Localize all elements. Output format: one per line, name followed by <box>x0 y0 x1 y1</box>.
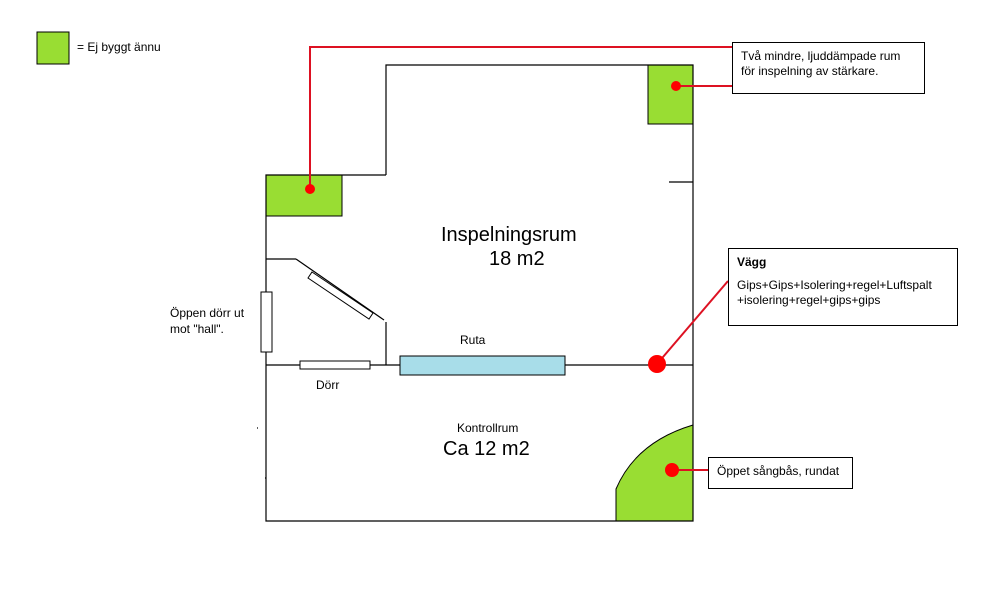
callout-wall-line2: +isolering+regel+gips+gips <box>737 293 881 307</box>
recording-room-area: 18 m2 <box>489 248 545 270</box>
control-room-area: Ca 12 m2 <box>443 438 530 460</box>
open-door-leaf <box>260 291 273 353</box>
vocal-booth <box>615 424 694 522</box>
callout-lines <box>309 46 732 471</box>
open-door-label-line2: mot "hall". <box>170 322 224 336</box>
control-room-name: Kontrollrum <box>457 421 519 435</box>
partition-wall <box>266 258 693 366</box>
window-pane <box>399 355 566 376</box>
legend-swatch <box>36 31 70 65</box>
small-room-left <box>265 174 343 217</box>
callout-small-rooms: Två mindre, ljuddämpade rum för inspelni… <box>732 42 925 94</box>
window-label: Ruta <box>460 333 486 347</box>
door-label: Dörr <box>316 378 340 392</box>
marker-wall <box>648 355 666 373</box>
callout-booth: Öppet sångbås, rundat <box>708 457 853 489</box>
callout-booth-text: Öppet sångbås, rundat <box>717 464 840 478</box>
legend-label: = Ej byggt ännu <box>77 40 161 54</box>
callout-wall-title: Vägg <box>737 255 767 269</box>
small-room-right <box>647 64 694 125</box>
callout-wall: Vägg Gips+Gips+Isolering+regel+Luftspalt… <box>728 248 958 326</box>
diagonal-door <box>307 271 374 320</box>
marker-small-room-left <box>305 184 315 194</box>
callout-wall-line1: Gips+Gips+Isolering+regel+Luftspalt <box>737 278 932 292</box>
marker-booth <box>665 463 679 477</box>
callout-small-rooms-line1: Två mindre, ljuddämpade rum <box>741 49 901 63</box>
callout-small-rooms-line2: för inspelning av stärkare. <box>741 64 879 78</box>
open-door-label-line1: Öppen dörr ut <box>170 306 245 320</box>
recording-room-name: Inspelningsrum <box>441 224 577 246</box>
door-leaf <box>299 360 371 370</box>
marker-small-room-right <box>671 81 681 91</box>
outer-walls <box>257 64 694 522</box>
